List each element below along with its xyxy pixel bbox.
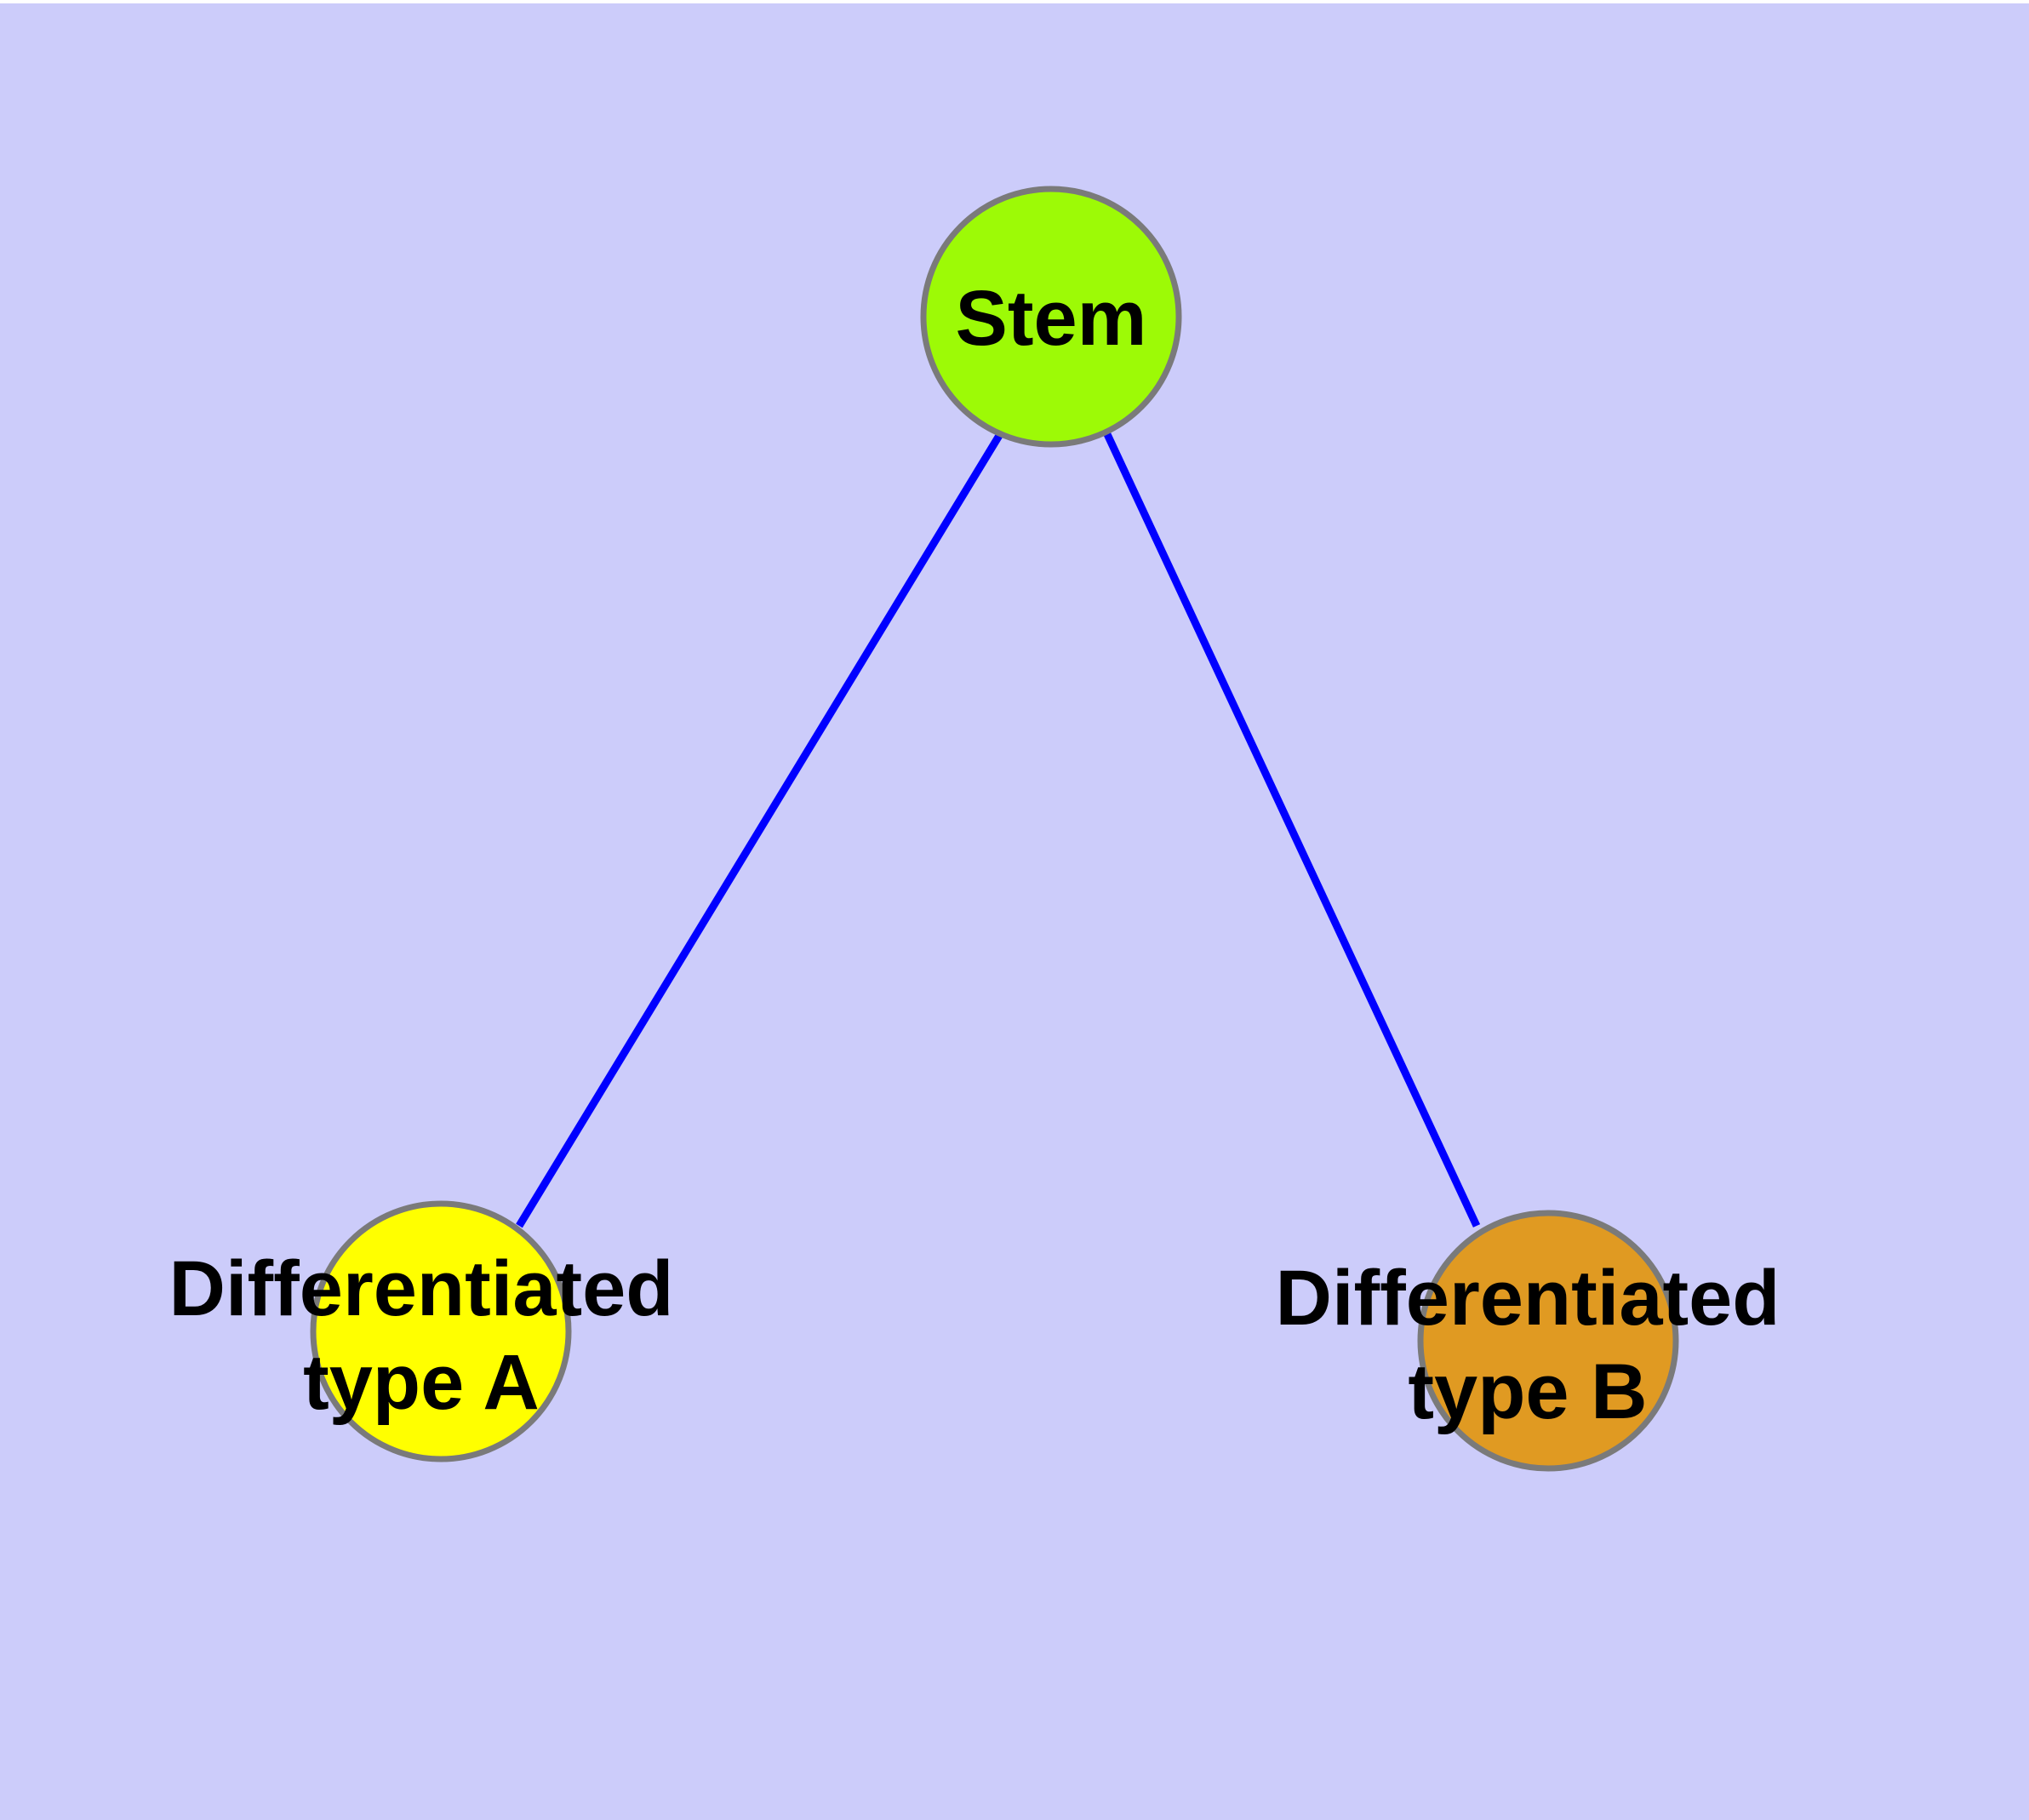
label-layer: Stem Differentiated type A Differentiate… xyxy=(169,275,1780,1435)
node-stem-label: Stem xyxy=(956,275,1147,362)
node-differentiated-type-a[interactable] xyxy=(310,1200,572,1462)
edge-layer xyxy=(516,431,1481,1228)
node-stem-circle[interactable] xyxy=(920,186,1182,448)
node-differentiated-type-b-label-line2: type B xyxy=(1408,1348,1647,1435)
node-differentiated-type-b-circle[interactable] xyxy=(1417,1210,1679,1472)
edge-stem-to-differentiated-type-b[interactable] xyxy=(1102,431,1481,1228)
edge-stem-to-differentiated-type-a[interactable] xyxy=(516,432,1003,1228)
node-differentiated-type-b-label-line1: Differentiated xyxy=(1276,1255,1780,1342)
node-differentiated-type-a-label-line1: Differentiated xyxy=(169,1245,674,1332)
node-differentiated-type-a-circle[interactable] xyxy=(310,1200,572,1462)
node-differentiated-type-a-label-line2: type A xyxy=(303,1339,540,1426)
node-layer xyxy=(310,186,1679,1472)
node-differentiated-type-b[interactable] xyxy=(1417,1210,1679,1472)
node-stem[interactable] xyxy=(920,186,1182,448)
